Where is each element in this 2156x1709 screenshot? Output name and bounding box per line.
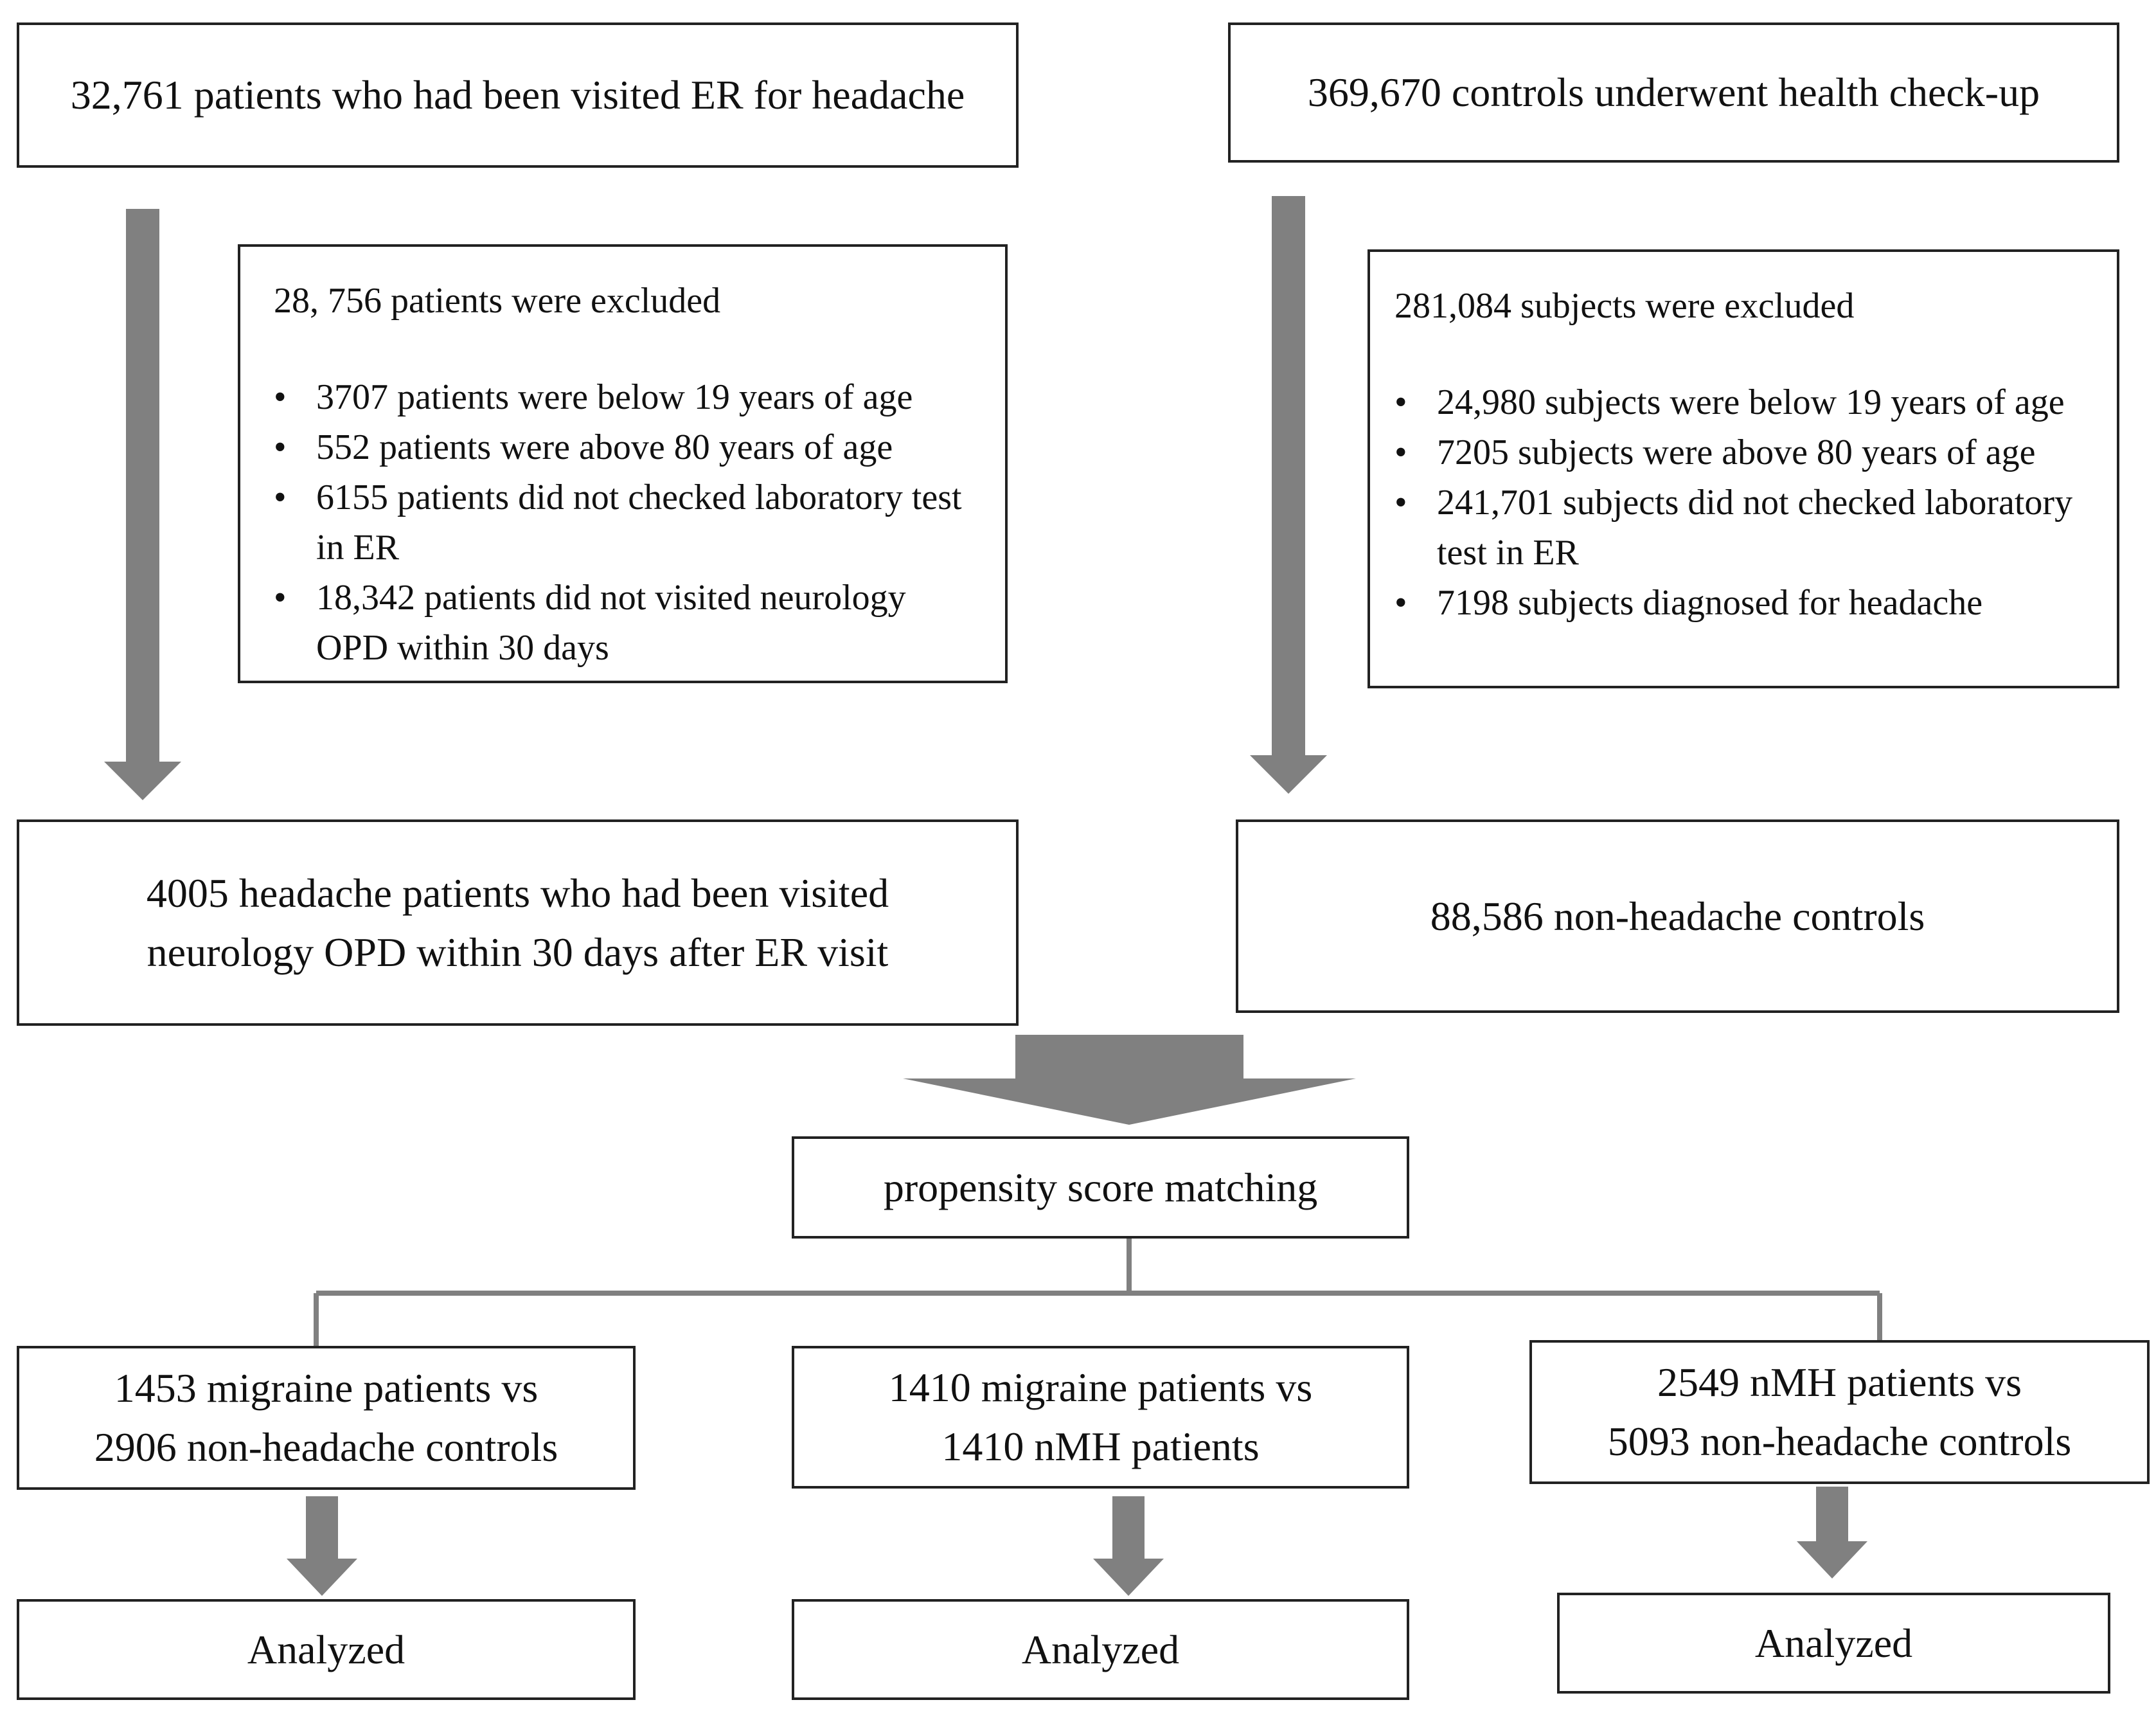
arrow-group2-down <box>1093 1496 1164 1596</box>
subjects-excluded-item: 7205 subjects were above 80 years of age <box>1394 427 2091 478</box>
subjects-excluded-item: 7198 subjects diagnosed for headache <box>1394 578 2091 628</box>
group-line1: 2549 nMH patients vs <box>1657 1359 2022 1405</box>
arrow-group3-down <box>1797 1487 1867 1579</box>
group-line1: 1453 migraine patients vs <box>114 1365 539 1411</box>
analyzed-label: Analyzed <box>247 1626 405 1672</box>
patients-excluded-item: 6155 patients did not checked laboratory… <box>274 472 979 573</box>
headache-patients-neurology-box: 4005 headache patients who had been visi… <box>17 819 1019 1026</box>
non-headache-controls-box: 88,586 non-headache controls <box>1236 819 2119 1013</box>
patients-excluded-box: 28, 756 patients were excluded 3707 pati… <box>238 244 1008 683</box>
arrow-right-down <box>1250 196 1327 794</box>
group-line2: 5093 non-headache controls <box>1607 1418 2072 1464</box>
patients-excluded-header: 28, 756 patients were excluded <box>274 281 721 321</box>
subjects-excluded-item: 24,980 subjects were below 19 years of a… <box>1394 377 2091 427</box>
health-checkup-controls-box: 369,670 controls underwent health check-… <box>1228 22 2119 163</box>
patients-excluded-item: 552 patients were above 80 years of age <box>274 422 979 472</box>
headache-patients-neurology-line2: neurology OPD within 30 days after ER vi… <box>147 929 889 975</box>
arrow-left-down <box>104 209 181 800</box>
patients-excluded-item: 18,342 patients did not visited neurolog… <box>274 573 979 673</box>
branch-connector <box>314 1237 1882 1346</box>
subjects-excluded-box: 281,084 subjects were excluded 24,980 su… <box>1368 249 2119 688</box>
analyzed-box-1: Analyzed <box>17 1599 636 1700</box>
group-nmh-vs-controls-box: 2549 nMH patients vs 5093 non-headache c… <box>1529 1340 2150 1484</box>
group-migraine-vs-nmh-box: 1410 migraine patients vs 1410 nMH patie… <box>792 1346 1409 1489</box>
analyzed-label: Analyzed <box>1754 1620 1913 1666</box>
group-line2: 1410 nMH patients <box>941 1424 1260 1469</box>
patients-excluded-item: 3707 patients were below 19 years of age <box>274 372 979 422</box>
er-headache-patients-label: 32,761 patients who had been visited ER … <box>70 72 965 118</box>
analyzed-box-2: Analyzed <box>792 1599 1409 1700</box>
arrow-group1-down <box>287 1496 357 1596</box>
subjects-excluded-list: 24,980 subjects were below 19 years of a… <box>1394 377 2091 628</box>
headache-patients-neurology-line1: 4005 headache patients who had been visi… <box>146 870 889 916</box>
arrow-merge-down <box>903 1035 1356 1125</box>
er-headache-patients-box: 32,761 patients who had been visited ER … <box>17 22 1019 168</box>
group-migraine-vs-controls-box: 1453 migraine patients vs 2906 non-heada… <box>17 1346 636 1490</box>
health-checkup-controls-label: 369,670 controls underwent health check-… <box>1307 69 2040 115</box>
group-line1: 1410 migraine patients vs <box>888 1365 1313 1410</box>
group-line2: 2906 non-headache controls <box>94 1424 558 1470</box>
subjects-excluded-item: 241,701 subjects did not checked laborat… <box>1394 478 2091 578</box>
propensity-score-matching-box: propensity score matching <box>792 1136 1409 1239</box>
patients-excluded-list: 3707 patients were below 19 years of age… <box>274 372 979 673</box>
non-headache-controls-label: 88,586 non-headache controls <box>1430 893 1925 939</box>
analyzed-box-3: Analyzed <box>1557 1593 2110 1694</box>
subjects-excluded-header: 281,084 subjects were excluded <box>1394 286 1855 326</box>
propensity-score-matching-label: propensity score matching <box>883 1164 1318 1210</box>
analyzed-label: Analyzed <box>1021 1626 1180 1672</box>
